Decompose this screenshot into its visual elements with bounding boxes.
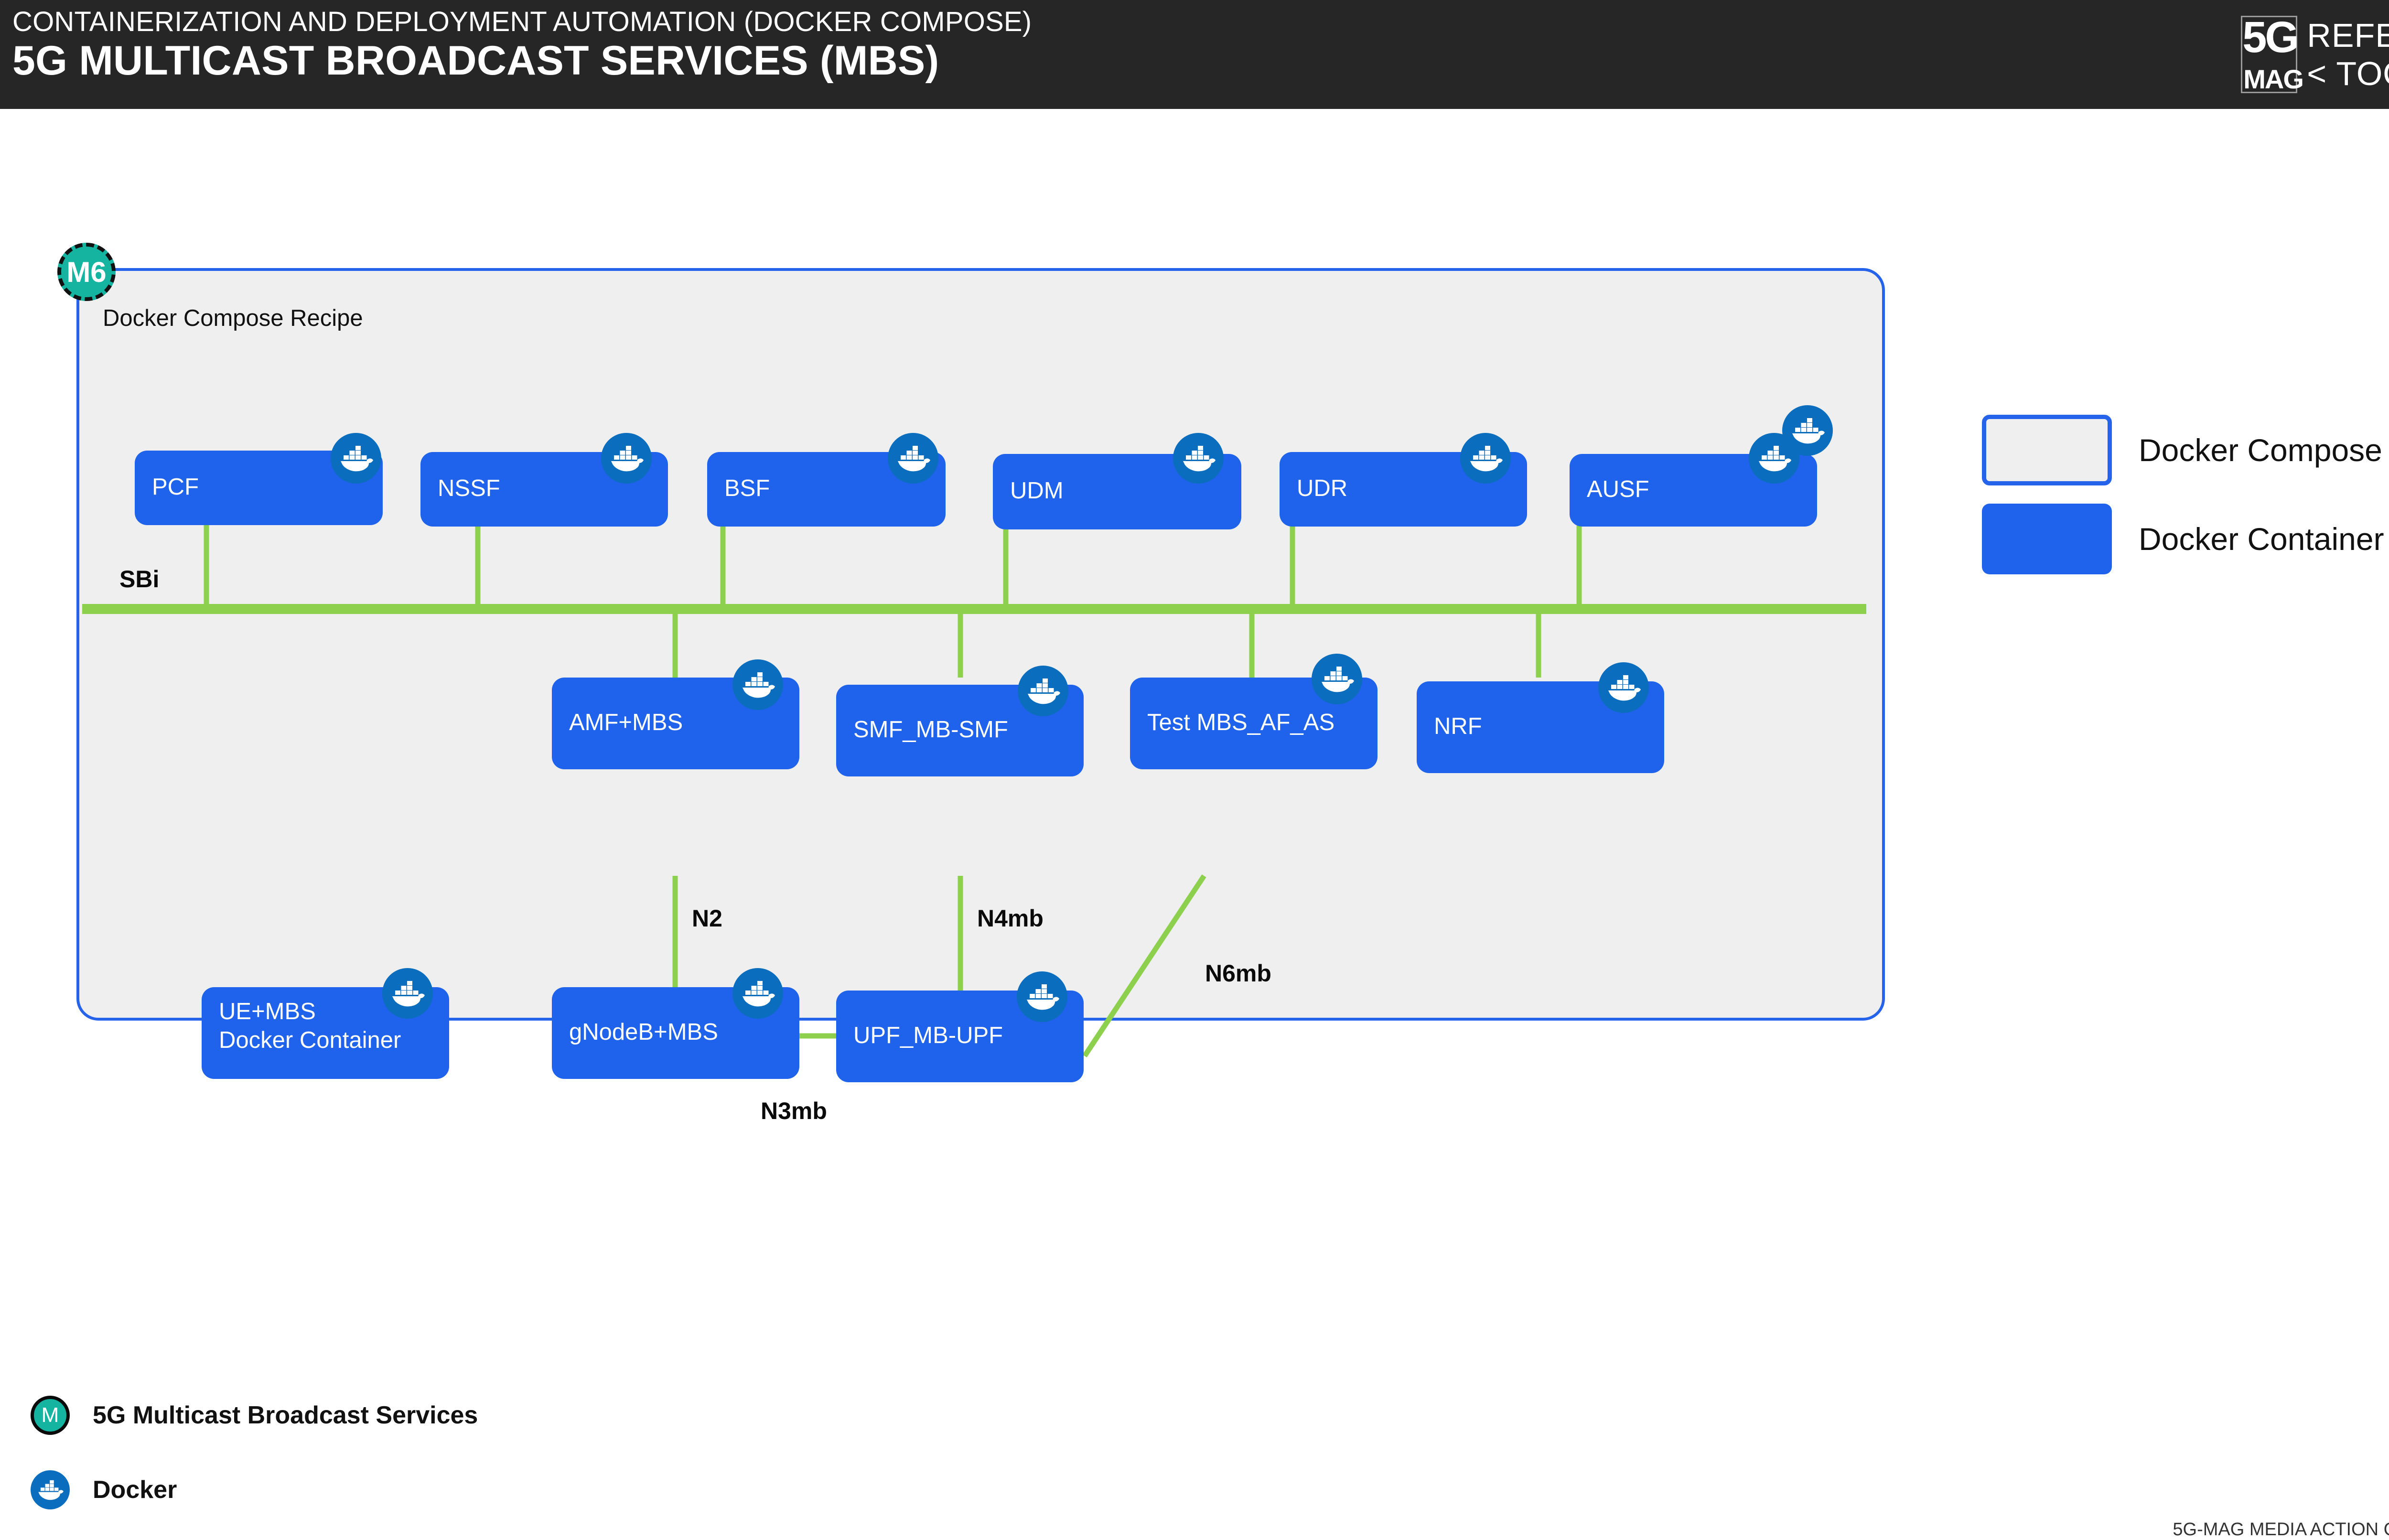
node-label-line1: UE+MBS	[219, 998, 316, 1024]
legend-label: Docker Container	[2139, 521, 2384, 557]
footer-legend-label: 5G Multicast Broadcast Services	[93, 1401, 478, 1429]
diagram-canvas: Docker Compose Recipe M6	[0, 109, 2389, 1540]
docker-whale-icon	[1312, 654, 1362, 704]
brand-wordmark: REFERENCE < TOOLS />	[2307, 19, 2389, 90]
docker-whale-icon	[732, 659, 783, 710]
page-header: CONTAINERIZATION AND DEPLOYMENT AUTOMATI…	[0, 0, 2389, 109]
header-eyebrow: CONTAINERIZATION AND DEPLOYMENT AUTOMATI…	[12, 6, 1032, 37]
docker-whale-icon	[1173, 433, 1224, 484]
docker-whale-icon	[382, 968, 433, 1019]
footer-legend-label: Docker	[93, 1476, 177, 1504]
node-label: UPF_MB-UPF	[853, 1022, 1003, 1048]
docker-whale-icon	[1782, 405, 1833, 456]
footer-legend-item-docker: Docker	[31, 1463, 478, 1517]
footer-legend: M 5G Multicast Broadcast Services Docker	[31, 1389, 478, 1517]
brand-line-1: REFERENCE	[2307, 17, 2389, 54]
docker-whale-icon	[31, 1470, 70, 1509]
node-pcf[interactable]: PCF	[135, 451, 383, 525]
node-label: gNodeB+MBS	[569, 1019, 718, 1045]
node-gnodeb-mbs[interactable]: gNodeB+MBS	[552, 987, 799, 1079]
edge-label-n3mb: N3mb	[761, 1098, 827, 1124]
docker-whale-icon	[1017, 971, 1067, 1022]
legend: Docker Compose Docker Container	[1982, 415, 2384, 592]
docker-whale-icon	[888, 433, 938, 484]
m6-badge: M6	[57, 243, 116, 301]
node-label: AUSF	[1587, 476, 1649, 502]
node-label: Test MBS_AF_AS	[1147, 709, 1335, 735]
docker-whale-icon	[601, 433, 652, 484]
edge-label-n6mb: N6mb	[1205, 960, 1271, 987]
node-label: SMF_MB-SMF	[853, 716, 1008, 743]
m-badge-icon: M	[31, 1396, 70, 1435]
legend-swatch-container	[1982, 504, 2112, 574]
node-label-line2: Docker Container	[219, 1027, 401, 1053]
node-label: AMF+MBS	[569, 709, 683, 735]
node-label: UDR	[1297, 475, 1348, 501]
brand-line-2: < TOOLS />	[2307, 55, 2389, 92]
node-label: NSSF	[438, 475, 500, 501]
edge-label-n4mb: N4mb	[977, 905, 1044, 932]
brand-mark-bottom: MAG	[2243, 64, 2304, 94]
node-label: UE+MBS Docker Container	[219, 998, 401, 1055]
legend-label: Docker Compose	[2139, 432, 2382, 468]
node-label: BSF	[724, 475, 770, 501]
copyright-text: 5G-MAG MEDIA ACTION GROUP © 2025	[2173, 1519, 2389, 1540]
node-label: UDM	[1010, 477, 1064, 504]
docker-whale-icon	[732, 968, 783, 1019]
legend-item-docker-compose: Docker Compose	[1982, 415, 2384, 485]
docker-whale-icon	[331, 433, 381, 484]
node-bsf[interactable]: BSF	[707, 452, 946, 527]
page-title: 5G MULTICAST BROADCAST SERVICES (MBS)	[12, 38, 939, 84]
legend-item-docker-container: Docker Container	[1982, 504, 2384, 574]
docker-whale-icon	[1018, 666, 1068, 716]
node-label: NRF	[1434, 713, 1482, 739]
edge-label-sbi: SBi	[119, 566, 160, 592]
node-label: PCF	[152, 474, 199, 500]
5g-mag-mark-icon: 5G MAG	[2241, 13, 2304, 94]
legend-swatch-compose	[1982, 415, 2112, 485]
brand-logo: 5G MAG REFERENCE < TOOLS />	[2241, 7, 2389, 102]
brand-mark-top: 5G	[2242, 13, 2299, 62]
edge-label-n2: N2	[692, 905, 722, 932]
docker-compose-title: Docker Compose Recipe	[103, 305, 363, 331]
docker-whale-icon	[1598, 662, 1649, 713]
footer-legend-item-mbs: M 5G Multicast Broadcast Services	[31, 1389, 478, 1442]
docker-whale-icon	[1460, 433, 1511, 484]
docker-compose-container	[76, 268, 1885, 1021]
